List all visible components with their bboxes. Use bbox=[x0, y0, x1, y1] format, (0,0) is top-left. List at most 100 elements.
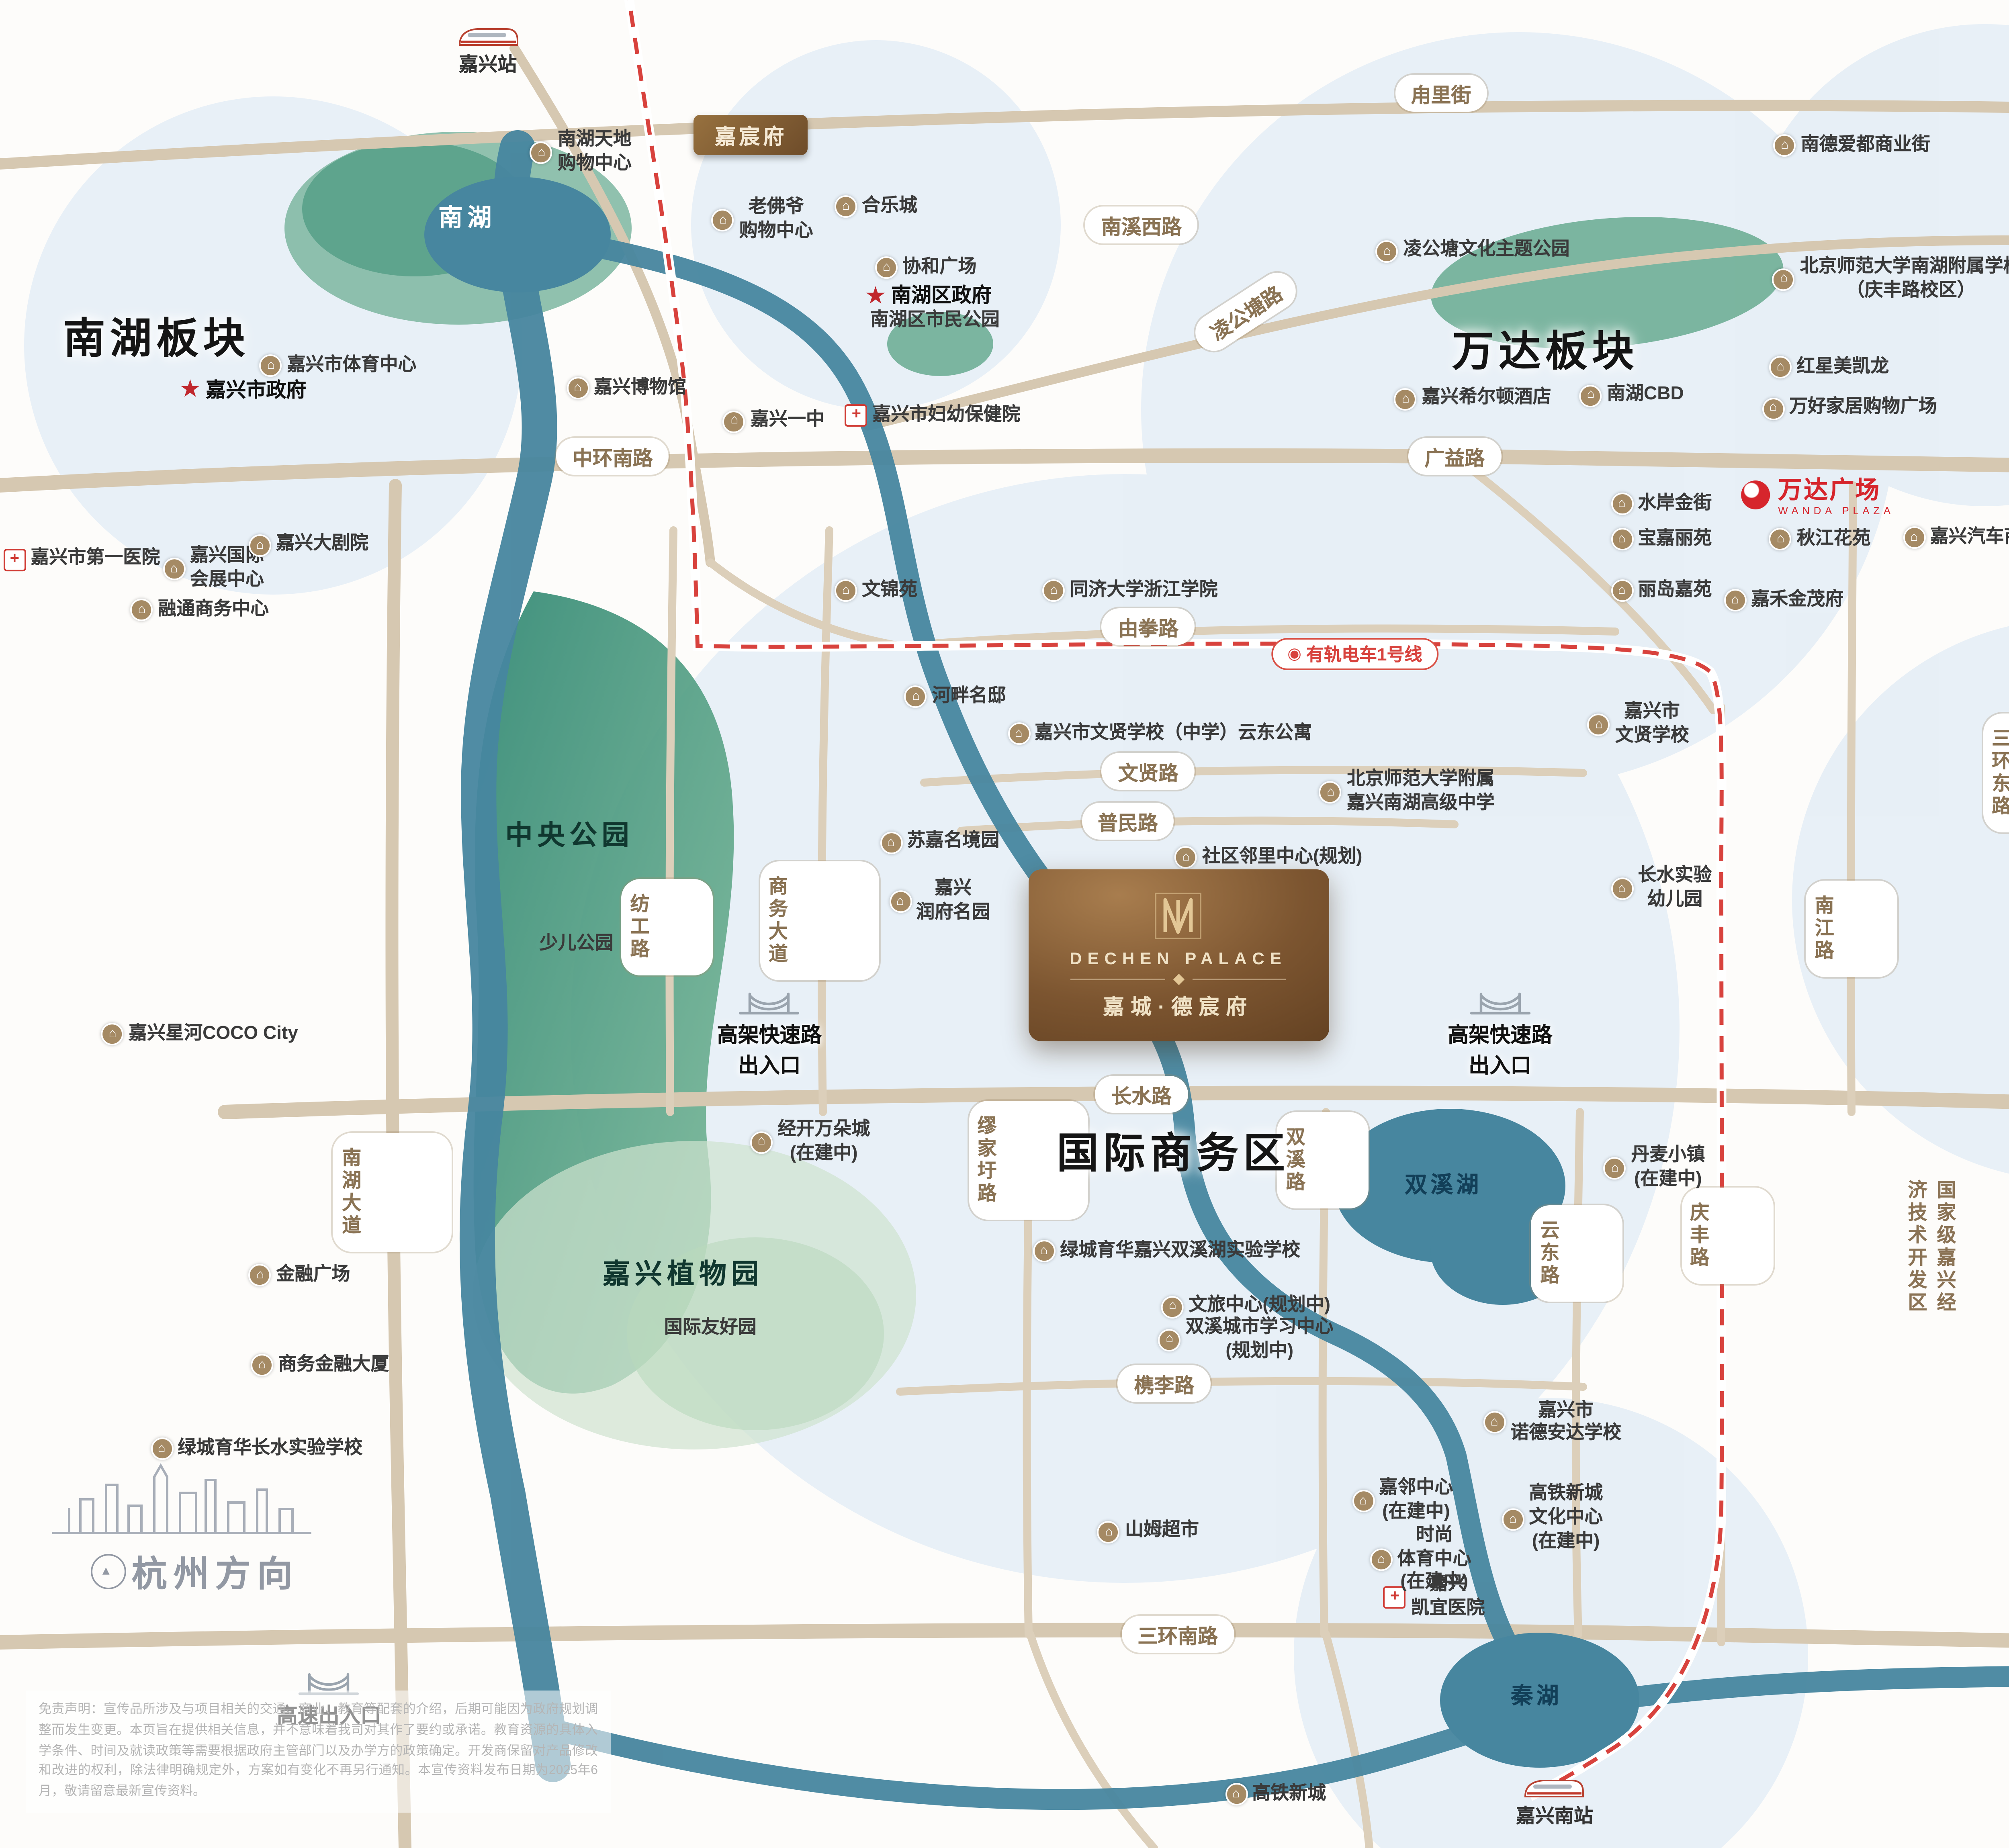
label-south-lake: 南湖 bbox=[438, 199, 496, 233]
label-p: ⌂河畔名邸 bbox=[904, 685, 1006, 709]
label-text: 金融广场 bbox=[276, 1265, 350, 1284]
label-p: ⌂融通商务中心 bbox=[131, 598, 269, 622]
poi-icon: ⌂ bbox=[1724, 589, 1747, 612]
poi-icon: ⌂ bbox=[1610, 528, 1633, 551]
label-text: 嘉禾金茂府 bbox=[1751, 590, 1844, 610]
label-text: 秦湖 bbox=[1510, 1682, 1562, 1708]
label-text: 嘉兴 凯宜医院 bbox=[1411, 1574, 1485, 1618]
label-p: ⌂丹麦小镇 (在建中) bbox=[1604, 1144, 1705, 1192]
wanda-icon bbox=[1741, 480, 1770, 510]
poi-icon: ⌂ bbox=[162, 558, 185, 581]
train-icon bbox=[1524, 1780, 1584, 1798]
bridge-icon bbox=[1470, 992, 1530, 1014]
label-p: ⌂嘉禾金茂府 bbox=[1724, 589, 1843, 613]
label-text: 水岸金街 bbox=[1638, 494, 1712, 513]
label-text: 嘉兴市体育中心 bbox=[287, 355, 417, 375]
label-text: 嘉兴市 文贤学校 bbox=[1615, 702, 1689, 746]
train-icon bbox=[458, 28, 518, 46]
label-text: 三环东路 bbox=[1989, 727, 2009, 818]
poi-icon: ⌂ bbox=[1174, 846, 1197, 869]
label-intl-business-district: 国际商务区 bbox=[1057, 1122, 1290, 1181]
label-r: 甪里街 bbox=[1395, 74, 1487, 111]
label-text: 南江路 bbox=[1812, 895, 1835, 963]
label-text: 广益路 bbox=[1424, 448, 1485, 470]
label-text: 嘉兴一中 bbox=[750, 411, 824, 430]
label-text: 红星美凯龙 bbox=[1796, 357, 1889, 377]
label-p: ⌂经开万朵城 (在建中) bbox=[750, 1118, 870, 1166]
label-r: 凌公塘路 bbox=[1189, 266, 1303, 359]
poi-icon: ⌂ bbox=[1772, 268, 1795, 290]
label-r: 南溪西路 bbox=[1085, 207, 1198, 244]
label-rv: 庆丰路 bbox=[1681, 1188, 1773, 1285]
hospital-cross-icon: + bbox=[1383, 1585, 1406, 1608]
poi-icon: ⌂ bbox=[1610, 580, 1633, 603]
label-text: 协和广场 bbox=[902, 258, 977, 277]
poi-icon: ⌂ bbox=[566, 377, 589, 399]
label-text: 同济大学浙江学院 bbox=[1070, 581, 1218, 601]
label-economic-development-zone: 国家级嘉兴经济技术开发区 bbox=[1902, 1175, 1960, 1320]
poi-icon: ⌂ bbox=[1579, 384, 1602, 407]
label-text: 嘉兴汽车商贸园 bbox=[1930, 527, 2009, 547]
poi-icon: ⌂ bbox=[1161, 1295, 1184, 1318]
label-text: 高架快速路 出入口 bbox=[1448, 1022, 1553, 1077]
label-text: 嘉兴市 诺德安达学校 bbox=[1510, 1400, 1622, 1444]
poi-icon: ⌂ bbox=[1903, 526, 1925, 549]
label-text: 嘉兴国际 会展中心 bbox=[190, 547, 264, 590]
label-text: 槜李路 bbox=[1134, 1375, 1195, 1398]
label-ph: +嘉兴 凯宜医院 bbox=[1383, 1573, 1485, 1621]
label-p: ⌂文锦苑 bbox=[835, 579, 917, 603]
poi-icon: ⌂ bbox=[249, 534, 272, 556]
label-text: 丹麦小镇 (在建中) bbox=[1631, 1145, 1705, 1189]
poi-icon: ⌂ bbox=[1042, 580, 1065, 603]
label-p: ⌂南湖CBD bbox=[1579, 384, 1684, 408]
label-p: ⌂金融广场 bbox=[249, 1263, 350, 1287]
label-text: 南湖区政府 bbox=[891, 284, 992, 307]
poi-icon: ⌂ bbox=[1352, 1489, 1375, 1512]
label-p: ⌂秋江花苑 bbox=[1769, 527, 1871, 552]
label-shuangxi-lake: 双溪湖 bbox=[1405, 1169, 1482, 1201]
poi-icon: ⌂ bbox=[1773, 135, 1796, 157]
poi-icon: ⌂ bbox=[1158, 1329, 1181, 1351]
hospital-cross-icon: + bbox=[3, 548, 26, 571]
poi-icon: ⌂ bbox=[835, 580, 857, 603]
poi-icon: ⌂ bbox=[904, 685, 927, 708]
label-text: 庆丰路 bbox=[1688, 1202, 1710, 1270]
label-text: 秋江花苑 bbox=[1796, 529, 1871, 549]
label-text: 嘉兴市文贤学校（中学）云东公寓 bbox=[1035, 723, 1312, 743]
label-text: 有轨电车1号线 bbox=[1306, 646, 1422, 666]
label-p: ⌂北京师范大学附属 嘉兴南湖高级中学 bbox=[1319, 769, 1495, 817]
label-p: ⌂万好家居购物广场 bbox=[1762, 397, 1937, 421]
label-text: 北京师范大学南湖附属学校 （庆丰路校区） bbox=[1800, 256, 2009, 300]
label-nanhu-district: 南湖板块 bbox=[63, 307, 250, 366]
label-text: 杭州方向 bbox=[131, 1553, 299, 1593]
label-text: 北京师范大学附属 嘉兴南湖高级中学 bbox=[1346, 770, 1495, 814]
label-text: 万达板块 bbox=[1452, 327, 1639, 376]
label-text: 嘉兴市政府 bbox=[206, 378, 307, 401]
label-text: 南湖区市民公园 bbox=[870, 311, 1000, 331]
project-name-en: DECHEN PALACE bbox=[1070, 950, 1287, 969]
label-p: ⌂嘉兴市 文贤学校 bbox=[1588, 700, 1689, 748]
label-text: 云东路 bbox=[1538, 1219, 1561, 1287]
poi-icon: ⌂ bbox=[1769, 528, 1792, 551]
poi-icon: ⌂ bbox=[1588, 713, 1610, 736]
label-text: 南湖板块 bbox=[63, 315, 250, 363]
label-text: 三环南路 bbox=[1137, 1625, 1218, 1648]
label-p: ⌂嘉兴市体育中心 bbox=[260, 354, 417, 378]
poi-icon: ⌂ bbox=[723, 410, 746, 433]
label-r: 中环南路 bbox=[556, 438, 669, 475]
label-p: ⌂时尚 体育中心 (在建中) bbox=[1370, 1524, 1471, 1596]
direction-ring-icon: ▴ bbox=[91, 1553, 127, 1588]
project-card-divider bbox=[1070, 973, 1287, 985]
label-text: 长水路 bbox=[1111, 1085, 1172, 1108]
label-pg: ★南湖区政府 bbox=[865, 283, 992, 309]
label-text: 南湖大道 bbox=[340, 1147, 362, 1237]
poi-icon: ⌂ bbox=[1225, 1783, 1248, 1806]
wanda-sub: WANDA PLAZA bbox=[1778, 506, 1894, 518]
label-text: 河畔名邸 bbox=[932, 686, 1006, 706]
label-text: 双溪路 bbox=[1283, 1126, 1306, 1194]
label-text: 嘉兴南站 bbox=[1516, 1805, 1593, 1828]
poi-icon: ⌂ bbox=[530, 142, 553, 165]
label-text: 经开万朵城 (在建中) bbox=[777, 1120, 870, 1163]
